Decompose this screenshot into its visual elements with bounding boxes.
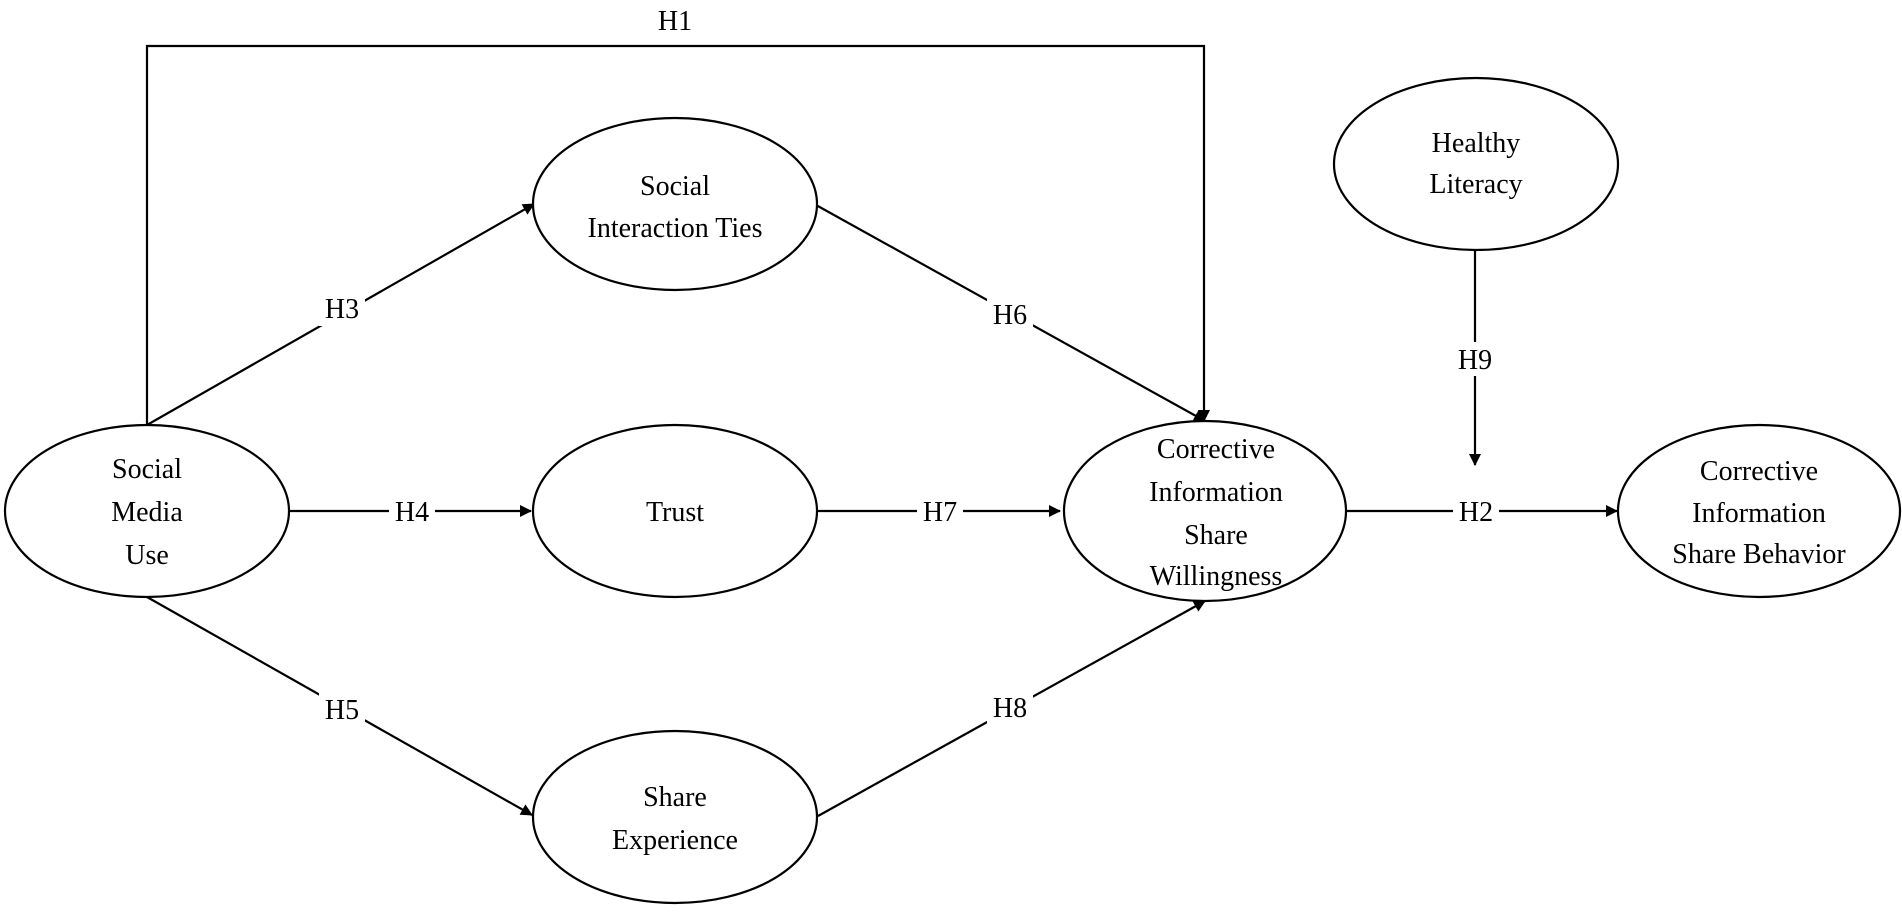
node-social-interaction-ties-ellipse bbox=[531, 116, 819, 292]
edge-h4-label: H4 bbox=[395, 497, 429, 528]
node-healthy-literacy-line-2: Literacy bbox=[1429, 169, 1522, 200]
node-cisw-line-2: Information bbox=[1149, 477, 1283, 508]
edge-h1: H1 bbox=[145, 6, 1210, 425]
node-social-interaction-ties-line-2: Interaction Ties bbox=[588, 213, 763, 244]
node-social-interaction-ties: Social Interaction Ties bbox=[531, 116, 819, 292]
edge-h1-line bbox=[145, 44, 1210, 425]
edge-h4-label-bg bbox=[389, 494, 435, 528]
edge-h8-label-bg bbox=[987, 691, 1033, 725]
edge-h7-label-bg bbox=[917, 494, 963, 528]
edge-h7: H7 bbox=[818, 494, 1061, 528]
node-cisw-line-1: Corrective bbox=[1157, 434, 1275, 465]
node-healthy-literacy-ellipse bbox=[1332, 76, 1620, 252]
edge-h9: H9 bbox=[1452, 250, 1498, 466]
edge-h1-label: H1 bbox=[658, 6, 692, 37]
node-trust-line-1: Trust bbox=[646, 497, 704, 528]
edge-h5: H5 bbox=[146, 596, 533, 816]
edge-h3-label: H3 bbox=[325, 294, 359, 325]
node-cisb-line-2: Information bbox=[1692, 498, 1826, 529]
node-share-experience-line-1: Share bbox=[643, 782, 707, 813]
node-cisw-line-3: Share bbox=[1184, 520, 1248, 551]
node-cisw-ellipse bbox=[1062, 419, 1348, 603]
node-healthy-literacy-line-1: Healthy bbox=[1432, 128, 1521, 159]
node-cisb-ellipse bbox=[1616, 423, 1902, 599]
node-cisb-line-1: Corrective bbox=[1700, 456, 1818, 487]
node-trust-ellipse bbox=[531, 423, 819, 599]
node-corrective-information-share-willingness: Corrective Information Share Willingness bbox=[1062, 419, 1348, 603]
edge-h8-label: H8 bbox=[993, 693, 1027, 724]
node-trust: Trust bbox=[531, 423, 819, 599]
edge-h8: H8 bbox=[817, 600, 1206, 817]
node-social-media-use-ellipse bbox=[3, 423, 291, 599]
node-social-media-use-line-2: Media bbox=[111, 497, 183, 528]
edge-h6-label-bg bbox=[987, 298, 1033, 332]
node-cisw-line-4: Willingness bbox=[1150, 561, 1283, 592]
edge-h2-label-bg bbox=[1453, 494, 1499, 528]
node-healthy-literacy: Healthy Literacy bbox=[1332, 76, 1620, 252]
edge-h5-label-bg bbox=[319, 693, 365, 727]
node-share-experience-ellipse bbox=[531, 729, 819, 905]
edge-h4: H4 bbox=[290, 494, 532, 528]
edge-h6-label: H6 bbox=[993, 300, 1027, 331]
node-social-interaction-ties-line-1: Social bbox=[640, 171, 710, 202]
edge-h2: H2 bbox=[1346, 494, 1618, 528]
node-cisb-line-3: Share Behavior bbox=[1672, 539, 1846, 570]
node-corrective-information-share-behavior: Corrective Information Share Behavior bbox=[1616, 423, 1902, 599]
edge-h9-label: H9 bbox=[1458, 345, 1492, 376]
node-social-media-use-line-1: Social bbox=[112, 454, 182, 485]
edge-h3-label-bg bbox=[319, 292, 365, 326]
node-social-media-use-line-3: Use bbox=[125, 540, 169, 571]
edge-h9-label-bg bbox=[1452, 342, 1498, 376]
node-share-experience-line-2: Experience bbox=[612, 825, 738, 856]
node-social-media-use: Social Media Use bbox=[3, 423, 291, 599]
node-share-experience: Share Experience bbox=[531, 729, 819, 905]
edge-h7-label: H7 bbox=[923, 497, 957, 528]
edge-h2-label: H2 bbox=[1459, 497, 1493, 528]
edge-h5-label: H5 bbox=[325, 695, 359, 726]
edge-h6: H6 bbox=[815, 204, 1206, 422]
edge-h3: H3 bbox=[146, 203, 535, 426]
